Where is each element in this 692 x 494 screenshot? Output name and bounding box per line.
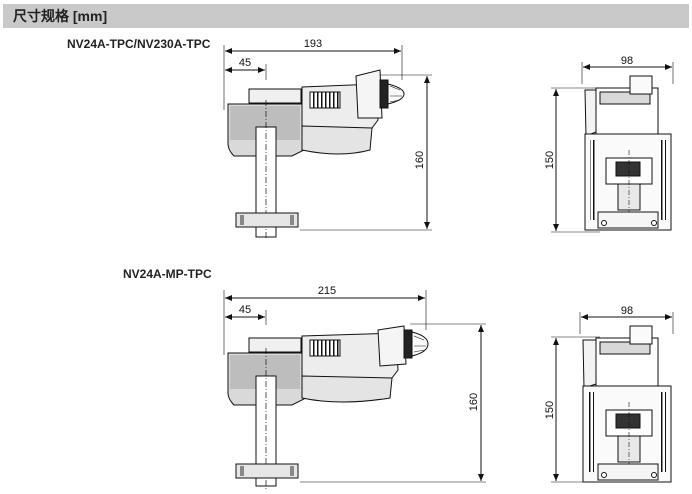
dim-front-height-1: 150: [544, 151, 556, 169]
dim-offset-1: 45: [239, 57, 251, 69]
dim-overall-width-2: 215: [318, 285, 336, 297]
dim-overall-width-1: 193: [304, 38, 322, 50]
dim-offset-2: 45: [239, 304, 251, 316]
side-view-2: [223, 290, 486, 490]
dim-front-width-1: 98: [621, 55, 633, 67]
front-view-2: [551, 312, 674, 483]
side-view-1: [223, 45, 432, 240]
front-view-1: [551, 62, 674, 233]
dim-front-width-2: 98: [621, 305, 633, 317]
dim-height-2: 160: [468, 393, 480, 411]
dim-height-1: 160: [414, 151, 426, 169]
model-label-1: NV24A-TPC/NV230A-TPC: [67, 37, 211, 51]
model-label-2: NV24A-MP-TPC: [123, 267, 212, 281]
section-title: 尺寸规格 [mm]: [13, 8, 108, 24]
section-header: 尺寸规格 [mm]: [3, 4, 689, 28]
dim-front-height-2: 150: [544, 401, 556, 419]
